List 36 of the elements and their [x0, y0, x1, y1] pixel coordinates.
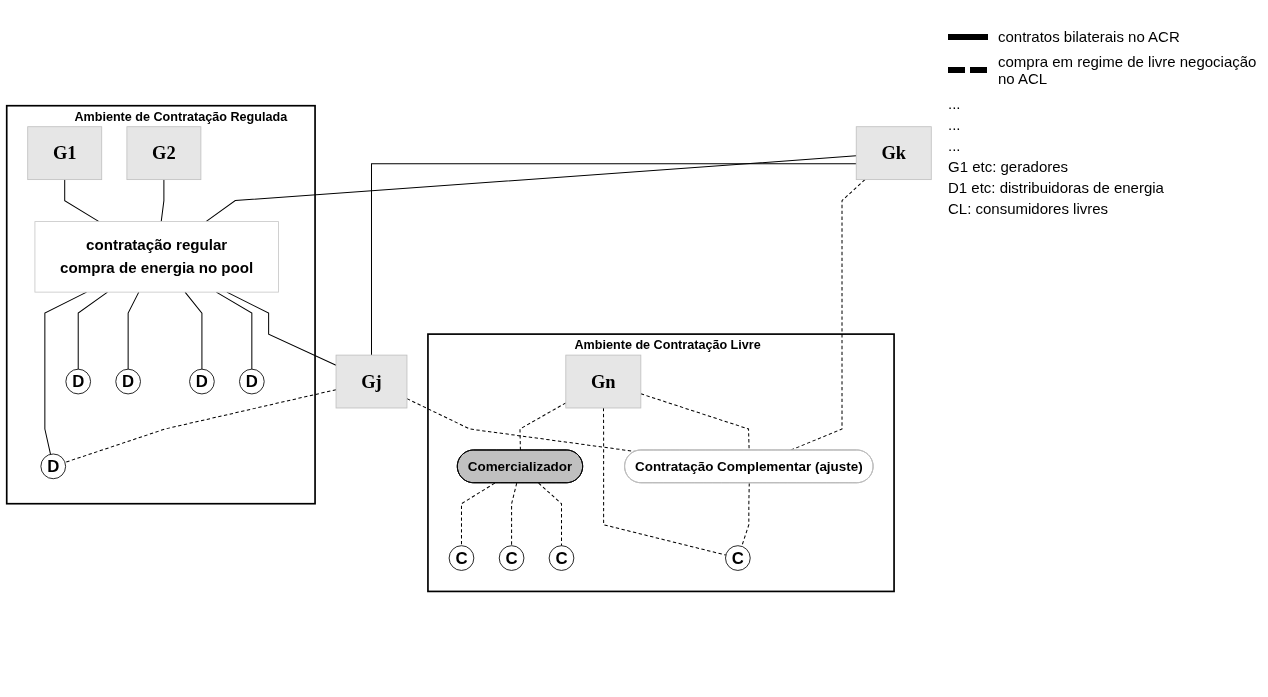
node-circle: D	[40, 453, 67, 480]
connector	[741, 482, 750, 547]
connector	[160, 179, 165, 222]
node-box: Gn	[565, 354, 642, 409]
note-text: G1 etc: geradores	[948, 158, 1070, 175]
node-circle: D	[65, 368, 91, 395]
connector	[519, 402, 567, 451]
legend-text: contratos bilaterais no ACR	[998, 28, 1180, 45]
node-circle: C	[498, 545, 525, 571]
connector	[460, 482, 496, 547]
connector	[64, 179, 100, 222]
node-box: G1	[27, 126, 103, 180]
connector	[77, 291, 108, 370]
note-text: ...	[948, 95, 962, 112]
connector	[205, 155, 857, 222]
connector	[371, 163, 857, 356]
connector	[215, 291, 253, 370]
node-circle: D	[115, 368, 141, 395]
node-circle: C	[725, 545, 751, 571]
node-box: Gj	[335, 354, 408, 409]
note-text: ...	[948, 116, 962, 133]
node-circle: C	[548, 545, 575, 571]
node-circle: D	[189, 368, 215, 395]
node-box: contratação regular compra de energia no pool	[34, 221, 279, 293]
node-box: Gk	[855, 126, 932, 180]
note-text: CL: consumidores livres	[948, 200, 1110, 217]
node-circle: D	[239, 368, 265, 395]
legend-text: compra em regime de livre negociação no ACL	[998, 53, 1258, 87]
connector	[538, 482, 562, 547]
connector	[127, 291, 140, 370]
connector	[226, 291, 337, 366]
connector	[184, 291, 203, 370]
note-text: ...	[948, 137, 962, 154]
node-circle: C	[448, 545, 475, 571]
node-box: G2	[126, 126, 202, 180]
note-text: D1 etc: distribuidoras de energia	[948, 179, 1165, 196]
